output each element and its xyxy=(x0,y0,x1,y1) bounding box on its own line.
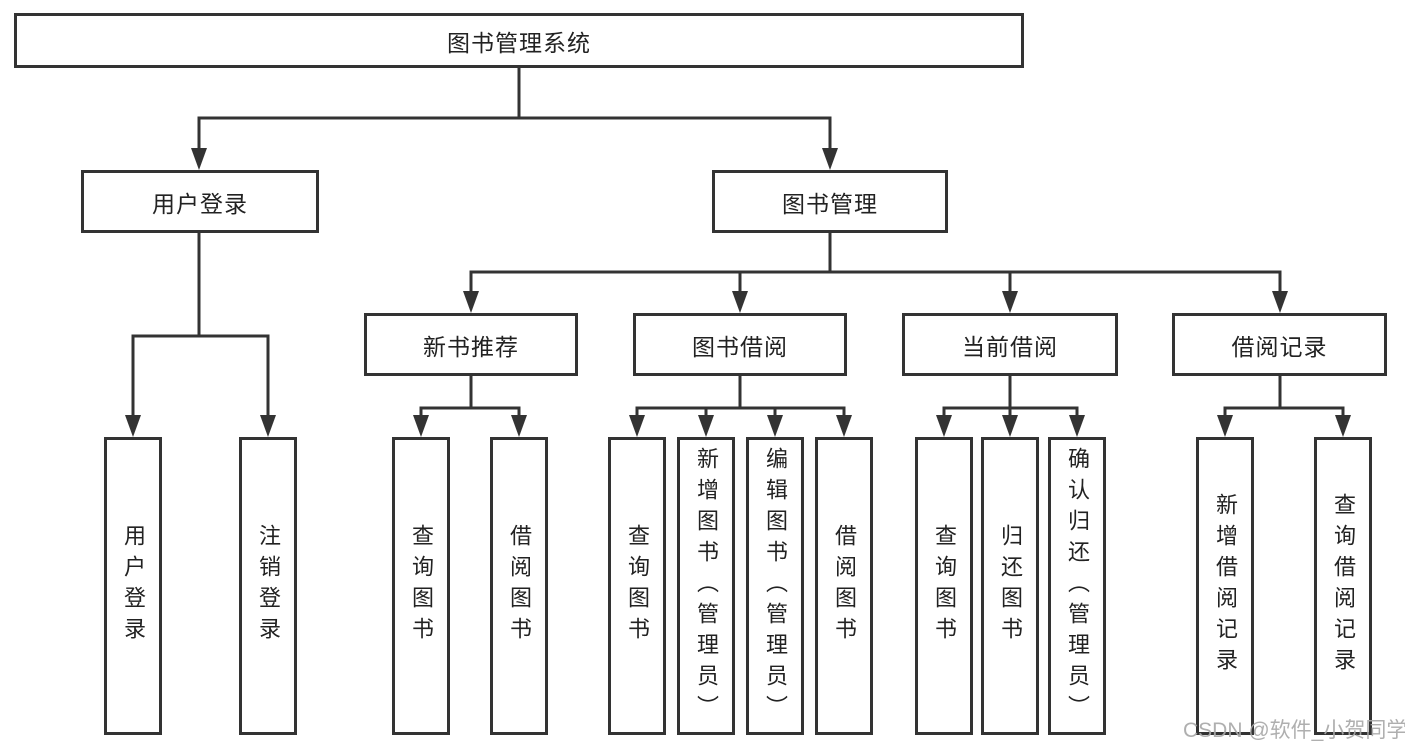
node-new-book-recommendation: 新书推荐 xyxy=(364,313,578,376)
leaf-confirm-return-admin: 确认归还（管理员） xyxy=(1048,437,1106,735)
leaf-logout: 注销登录 xyxy=(239,437,297,735)
leaf-borrow-books-recommend: 借阅图书 xyxy=(490,437,548,735)
leaf-query-borrow-record: 查询借阅记录 xyxy=(1314,437,1372,735)
node-label: 借阅记录 xyxy=(1231,333,1328,360)
leaf-label: 归还图书 xyxy=(998,524,1023,648)
node-library-management-system: 图书管理系统 xyxy=(14,13,1024,68)
leaf-label: 查询图书 xyxy=(932,524,957,648)
node-label: 图书管理 xyxy=(782,190,878,217)
leaf-label: 借阅图书 xyxy=(507,524,532,648)
arrowheads xyxy=(125,148,1351,437)
node-label: 图书借阅 xyxy=(692,333,788,360)
node-label: 当前借阅 xyxy=(962,333,1058,360)
leaf-query-books-borrow: 查询图书 xyxy=(608,437,666,735)
leaf-add-borrow-record: 新增借阅记录 xyxy=(1196,437,1254,735)
node-borrowing-records: 借阅记录 xyxy=(1172,313,1387,376)
leaf-label: 查询图书 xyxy=(409,524,434,648)
leaf-label: 确认归还（管理员） xyxy=(1065,446,1090,726)
node-current-borrowing: 当前借阅 xyxy=(902,313,1118,376)
leaf-label: 编辑图书（管理员） xyxy=(763,446,788,726)
leaf-return-books: 归还图书 xyxy=(981,437,1039,735)
leaf-label: 新增图书（管理员） xyxy=(694,446,719,726)
leaf-label: 借阅图书 xyxy=(832,524,857,648)
leaf-label: 注销登录 xyxy=(256,524,281,648)
leaf-user-login: 用户登录 xyxy=(104,437,162,735)
leaf-query-books-current: 查询图书 xyxy=(915,437,973,735)
csdn-watermark: CSDN @软件_小贺同学 xyxy=(1183,719,1405,742)
node-book-management: 图书管理 xyxy=(712,170,948,233)
leaf-query-books-recommend: 查询图书 xyxy=(392,437,450,735)
node-book-borrowing: 图书借阅 xyxy=(633,313,847,376)
node-label: 用户登录 xyxy=(152,190,248,217)
leaf-borrow-books: 借阅图书 xyxy=(815,437,873,735)
node-label: 图书管理系统 xyxy=(447,29,591,56)
node-user-login: 用户登录 xyxy=(81,170,319,233)
leaf-label: 查询图书 xyxy=(625,524,650,648)
node-label: 新书推荐 xyxy=(423,333,519,360)
leaf-label: 用户登录 xyxy=(121,524,146,648)
leaf-add-books-admin: 新增图书（管理员） xyxy=(677,437,735,735)
leaf-label: 查询借阅记录 xyxy=(1331,493,1356,679)
leaf-label: 新增借阅记录 xyxy=(1213,493,1238,679)
leaf-edit-books-admin: 编辑图书（管理员） xyxy=(746,437,804,735)
